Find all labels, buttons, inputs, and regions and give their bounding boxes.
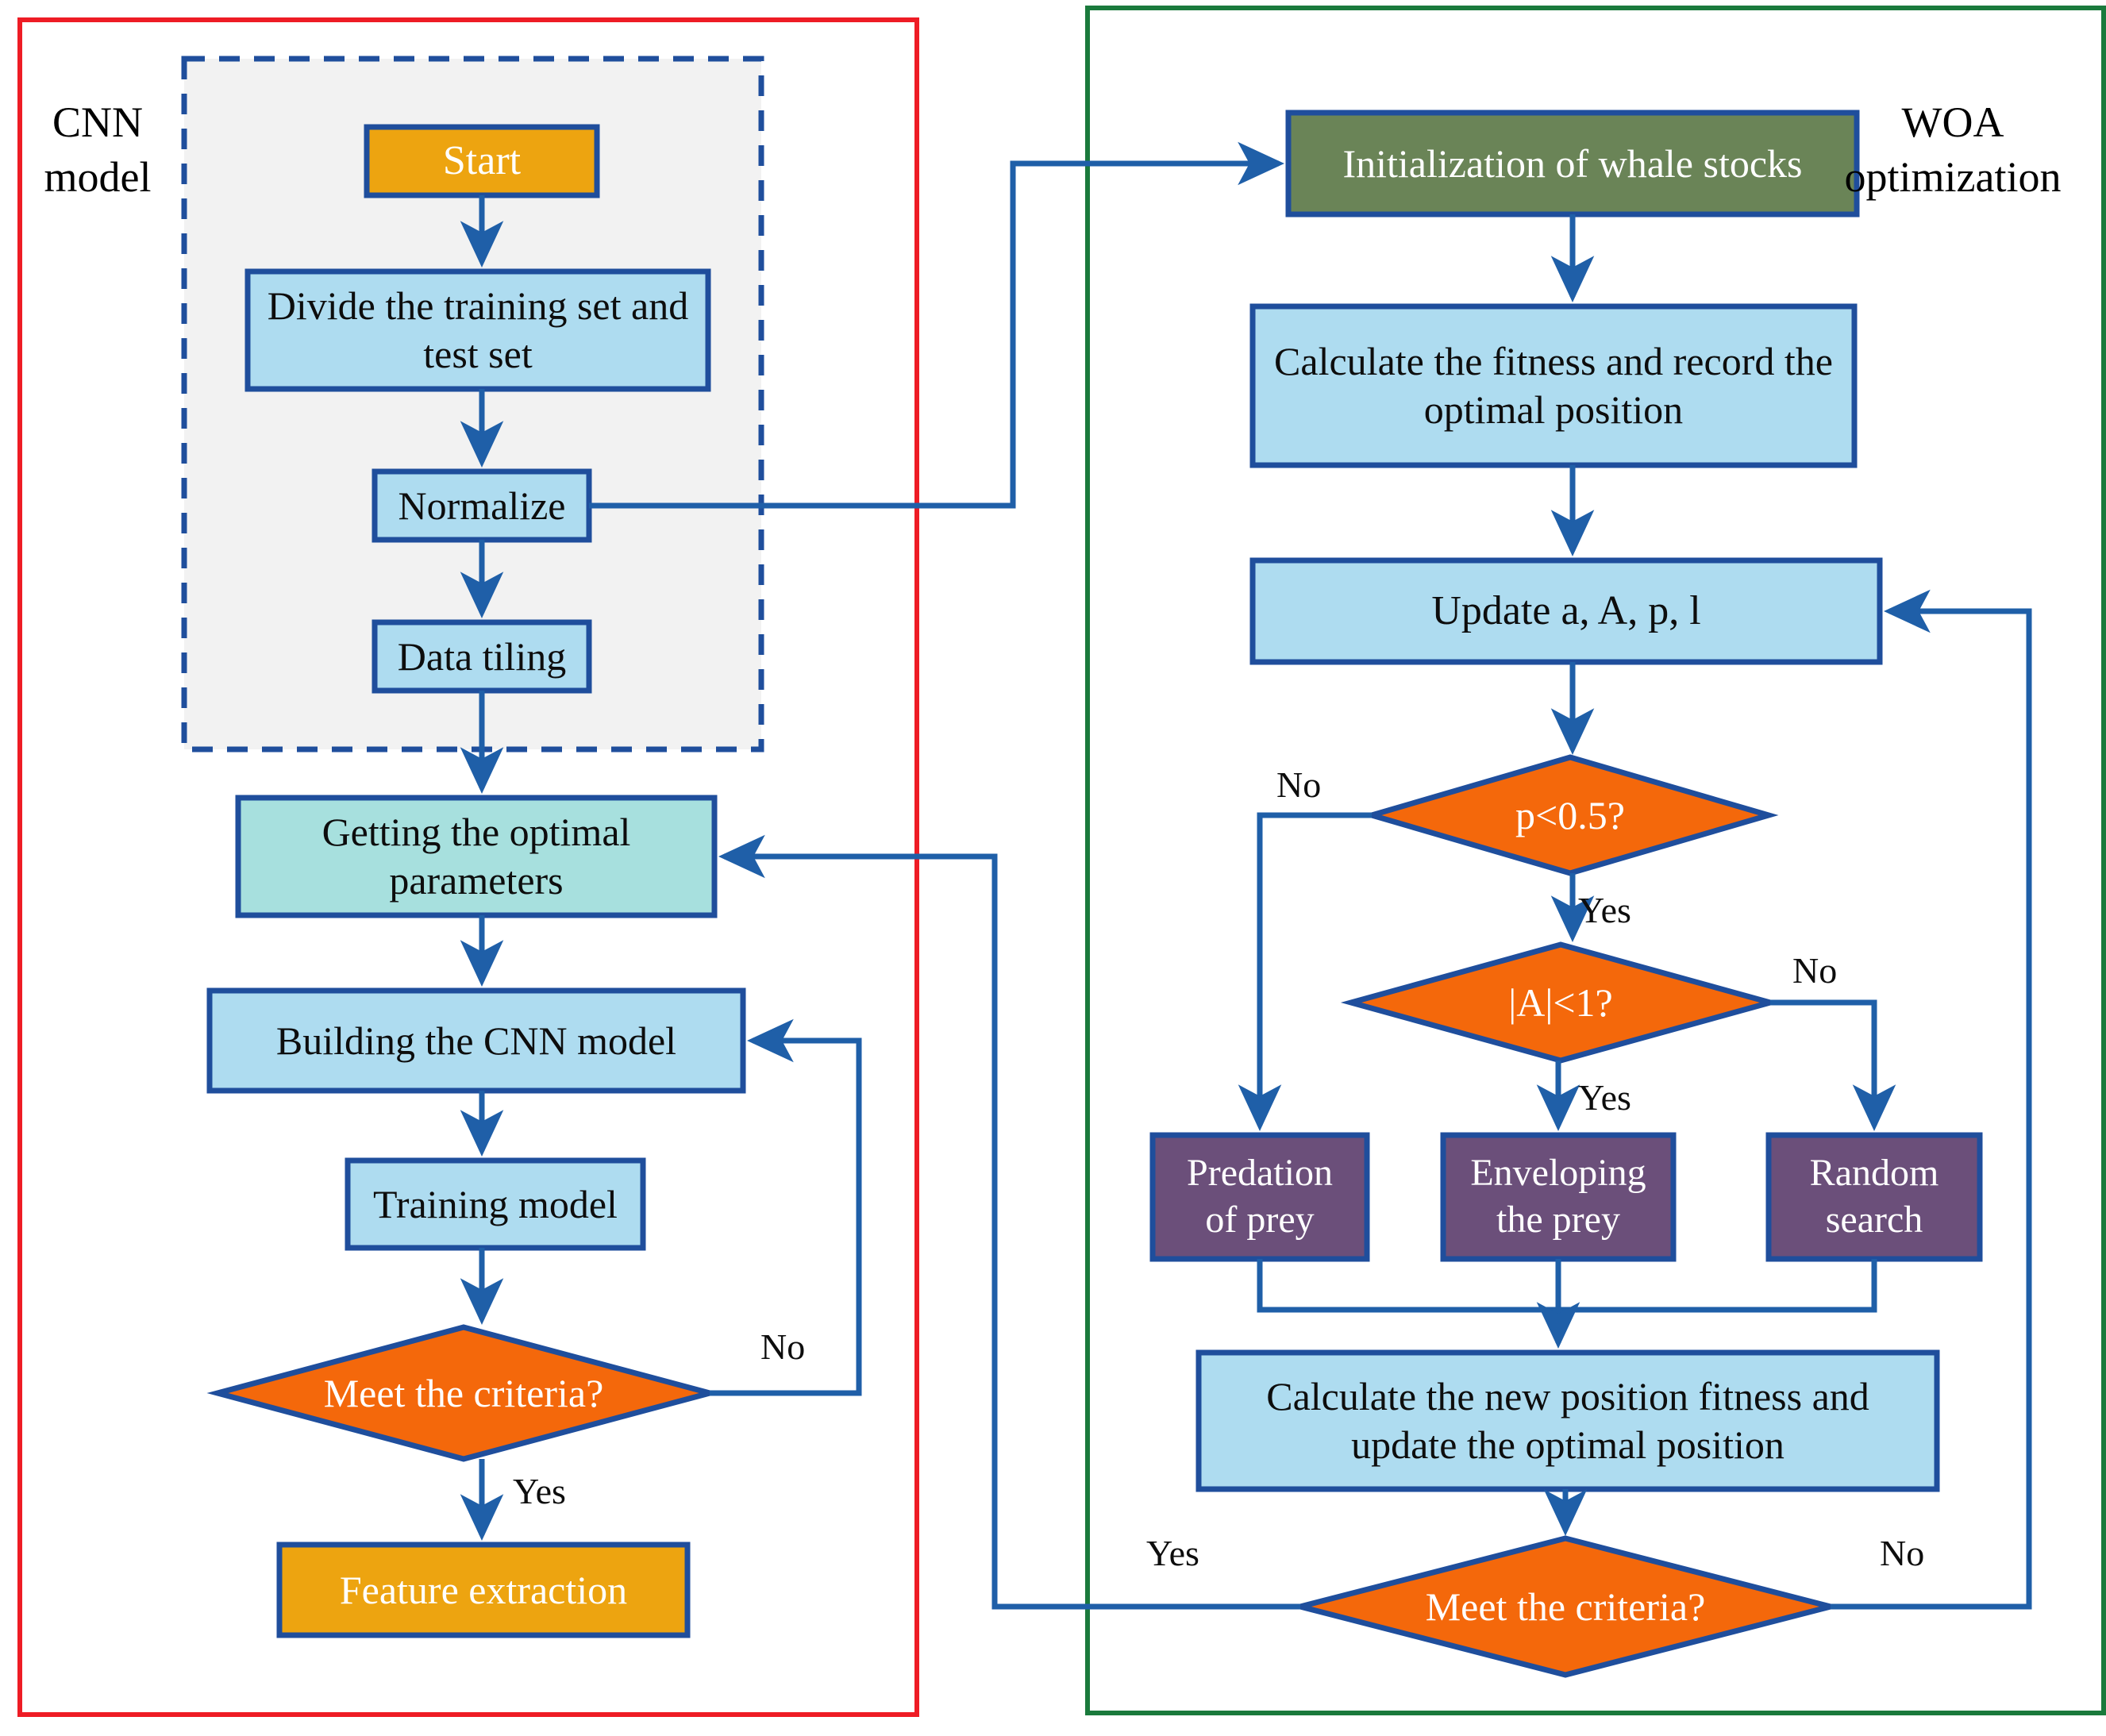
edge-label-yes-left: Yes bbox=[513, 1471, 566, 1511]
edge-label-no-left: No bbox=[760, 1326, 806, 1367]
node-getting-optimal-parameters[interactable] bbox=[235, 795, 718, 918]
node-abs-a-less-than-one[interactable] bbox=[1340, 941, 1781, 1064]
edge-label-no-a: No bbox=[1792, 950, 1838, 991]
node-start[interactable] bbox=[364, 124, 600, 198]
edge-meetright-yes-to-optparams bbox=[718, 834, 1300, 1610]
node-calculate-new-position-fitness[interactable] bbox=[1195, 1349, 1940, 1492]
edge-label-yes-right: Yes bbox=[1146, 1533, 1199, 1573]
node-enveloping-the-prey[interactable] bbox=[1440, 1132, 1677, 1262]
edge-alt1-no-to-randsearch bbox=[1770, 999, 1896, 1131]
node-p-less-than-half[interactable] bbox=[1361, 754, 1779, 876]
edge-pless-no-to-predation bbox=[1238, 812, 1372, 1131]
edge-randsearch-merge bbox=[1558, 1259, 1877, 1313]
node-meet-criteria-right[interactable] bbox=[1299, 1535, 1831, 1678]
woa-optimization-group-label: WOA optimization bbox=[1844, 98, 2062, 202]
node-meet-criteria-left[interactable] bbox=[206, 1324, 721, 1462]
node-update-parameters[interactable] bbox=[1249, 557, 1883, 665]
cnn-model-group-frame bbox=[17, 17, 919, 1717]
node-feature-extraction[interactable] bbox=[276, 1542, 691, 1638]
node-normalize[interactable] bbox=[372, 468, 592, 543]
edge-predation-merge bbox=[1257, 1259, 1558, 1313]
edge-label-no-right: No bbox=[1880, 1533, 1925, 1573]
node-predation-of-prey[interactable] bbox=[1149, 1132, 1370, 1262]
cnn-model-group-label: CNN model bbox=[44, 98, 152, 202]
edge-label-yes-a: Yes bbox=[1578, 1077, 1631, 1118]
node-building-cnn-model[interactable] bbox=[206, 987, 746, 1094]
edge-meetleft-no-loop-to-buildcnn bbox=[710, 1018, 862, 1396]
edge-normalize-to-initwhale bbox=[589, 141, 1284, 509]
node-divide-training-test[interactable] bbox=[244, 268, 711, 392]
edge-label-no-p: No bbox=[1276, 764, 1322, 805]
edge-meetright-no-loop-to-updatea bbox=[1831, 589, 2032, 1610]
node-initialization-whale-stocks[interactable] bbox=[1285, 110, 1860, 217]
node-data-tiling[interactable] bbox=[372, 619, 592, 694]
edge-label-yes-p: Yes bbox=[1578, 890, 1631, 930]
node-random-search[interactable] bbox=[1765, 1132, 1983, 1262]
woa-optimization-group-frame bbox=[1085, 6, 2106, 1715]
node-calculate-fitness-record-position[interactable] bbox=[1249, 303, 1858, 468]
node-training-model[interactable] bbox=[345, 1157, 646, 1251]
